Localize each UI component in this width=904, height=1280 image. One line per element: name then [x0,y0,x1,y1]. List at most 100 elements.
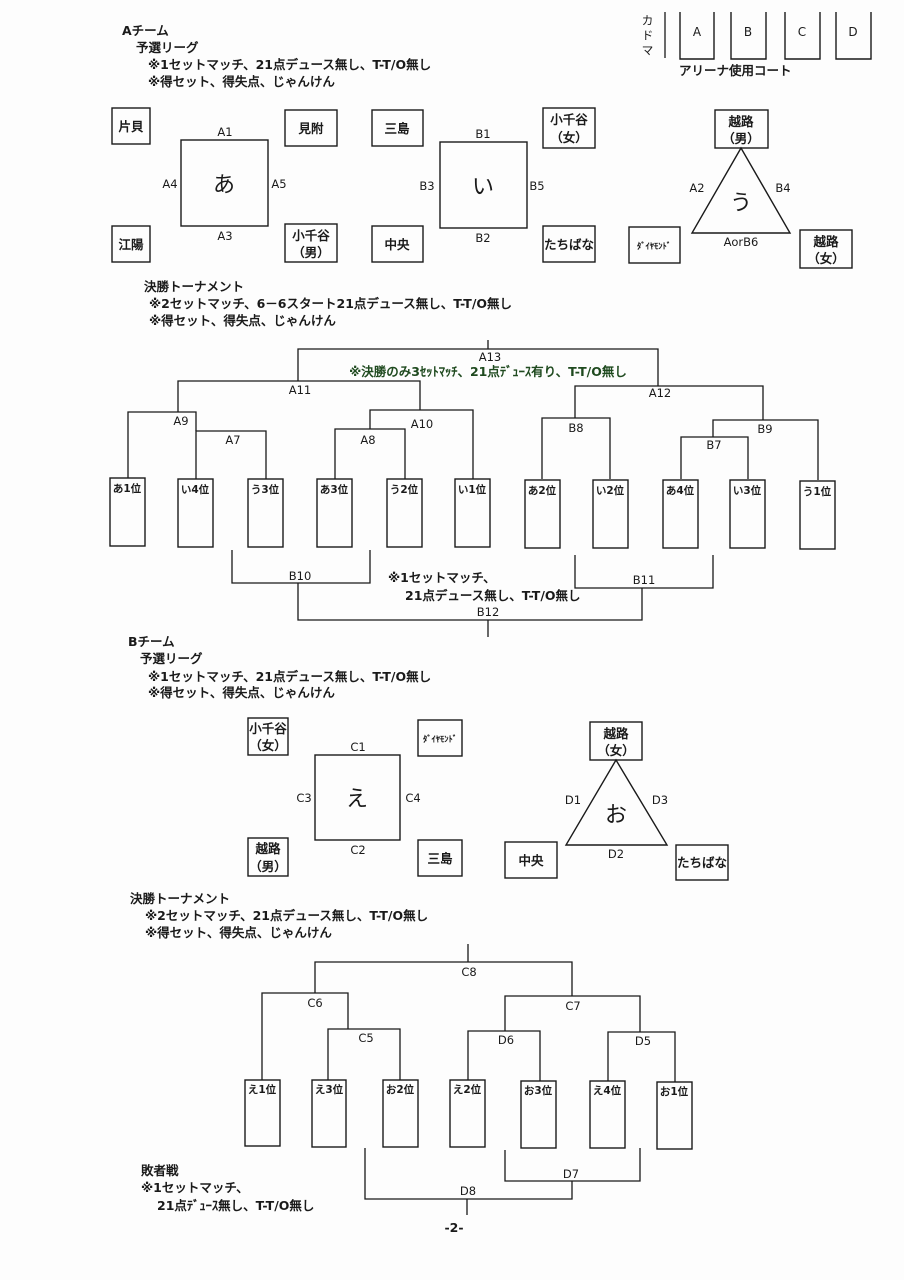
team-box: 中央 [384,237,410,252]
bracket-slot: い4位 [181,483,210,496]
team-box: たちばな [544,237,594,252]
match-label: A13 [479,350,502,364]
losers-note-1: ※1セットマッチ、 [141,1180,249,1195]
match-label: D7 [563,1167,579,1181]
court-b: B [744,25,752,39]
team-box: 中央 [518,853,544,868]
team-box-line1: 越路 [602,726,629,741]
bracket-slot: い2位 [596,484,625,497]
bracket-slot: え4位 [593,1084,622,1097]
bracket-slot: あ1位 [113,482,142,495]
match-label: D6 [498,1033,514,1047]
team-a-league-note-2: ※得セット、得失点、じゃんけん [148,74,335,89]
consolation-note-1: ※1セットマッチ、 [388,570,496,585]
team-a-title: Aチーム [122,23,169,38]
bracket-slot: え1位 [248,1083,277,1096]
court-d: D [848,25,857,39]
pool-name: お [605,803,627,828]
match-label: C1 [350,740,365,754]
team-box-line1: 小千谷 [549,112,588,127]
match-label: A8 [360,433,375,447]
team-a-final-note-1: ※2セットマッチ、6－6スタート21点デュース無し、T-T/O無し [149,296,512,311]
bracket-slot: え2位 [453,1083,482,1096]
match-label: C5 [358,1031,373,1045]
bracket-slot: う3位 [251,483,280,496]
team-box-line1: 小千谷 [248,721,287,736]
bracket-slot: い1位 [458,483,487,496]
match-label: B4 [775,181,790,195]
pool-o: お 越路 （女） 中央 たちばな D1 D3 D2 [504,721,729,881]
court-c: C [798,25,806,39]
pool-a: あ 片貝 見附 江陽 小千谷 （男） A1 A4 A5 A3 [111,107,338,263]
match-label: C4 [405,791,420,805]
bracket-slot: あ3位 [320,483,349,496]
match-label: C2 [350,843,365,857]
match-label: A4 [162,177,177,191]
pool-name: う [730,191,752,216]
bracket-slot: お3位 [524,1084,553,1097]
match-label: B10 [289,569,312,583]
match-label: B5 [529,179,544,193]
match-label: B9 [757,422,772,436]
bracket-slot: い3位 [733,484,762,497]
final-note: ※決勝のみ3ｾｯﾄﾏｯﾁ、21点ﾃﾞｭｰｽ有り、T-T/O無し [349,364,627,379]
courts-caption: アリーナ使用コート [679,63,792,78]
team-a-league-title: 予選リーグ [136,40,199,55]
match-label: B1 [475,127,490,141]
team-box: 江陽 [118,237,144,252]
match-label: A9 [173,414,188,428]
match-label: C3 [296,791,311,805]
match-label: B2 [475,231,490,245]
match-label: A5 [271,177,286,191]
team-a-league-note-1: ※1セットマッチ、21点デュース無し、T-T/O無し [148,57,431,72]
match-label: A11 [289,383,312,397]
team-box-line1: 小千谷 [291,228,330,243]
team-box-line1: 越路 [812,234,839,249]
match-label: B8 [568,421,583,435]
team-a-final-note-2: ※得セット、得失点、じゃんけん [149,313,336,328]
match-label: D3 [652,793,668,807]
page-number: -2- [444,1220,463,1235]
match-label: B7 [706,438,721,452]
match-label: D8 [460,1184,476,1198]
team-box: 片貝 [118,119,144,134]
team-box: ﾀﾞｲﾔﾓﾝﾄﾞ [423,734,457,745]
team-box-line2: （男） [249,859,287,874]
team-box-line2: （女） [807,251,845,266]
bracket-slot: あ4位 [666,484,695,497]
team-box: 三島 [427,851,453,866]
team-box: 三島 [384,121,410,136]
pool-name: え [346,787,368,812]
consolation-note-2: 21点デュース無し、T-T/O無し [405,588,581,603]
team-box-line2: （男） [722,131,760,146]
team-box-line2: （女） [597,743,635,758]
match-label: A10 [411,417,434,431]
team-box: たちばな [677,855,727,870]
bracket-slot: う2位 [390,483,419,496]
team-b-bracket: え1位 え3位 お2位 え2位 お3位 え4位 お1位 C8 C6 C5 C7 … [244,944,693,1215]
pool-name: い [472,175,494,200]
match-label: B12 [477,605,500,619]
bracket-slot: え3位 [315,1083,344,1096]
team-b-final-title: 決勝トーナメント [130,891,230,906]
bracket-slot: う1位 [803,485,832,498]
match-label: A2 [689,181,704,195]
match-label: A7 [225,433,240,447]
match-label: B3 [419,179,434,193]
court-a: A [693,25,702,39]
team-box: 見附 [297,121,324,136]
team-a-final-title: 決勝トーナメント [144,279,244,294]
team-a-bracket: あ1位 い4位 う3位 あ3位 う2位 い1位 あ2位 い2位 あ4位 い3位 … [109,340,836,637]
pool-i: い 三島 小千谷 （女） 中央 たちばな B1 B3 B5 B2 [371,107,596,263]
pool-name: あ [213,173,235,198]
kadoma-label: カドマ [640,14,654,59]
losers-note-2: 21点ﾃﾞｭｰｽ無し、T-T/O無し [157,1198,314,1213]
match-label: A3 [217,229,232,243]
losers-title: 敗者戦 [140,1163,179,1178]
match-label: C8 [461,965,476,979]
team-box-line2: （男） [292,245,330,260]
team-b-final-note-1: ※2セットマッチ、21点デュース無し、T-T/O無し [145,908,428,923]
team-b-league-title: 予選リーグ [140,651,203,666]
team-b-final-note-2: ※得セット、得失点、じゃんけん [145,925,332,940]
